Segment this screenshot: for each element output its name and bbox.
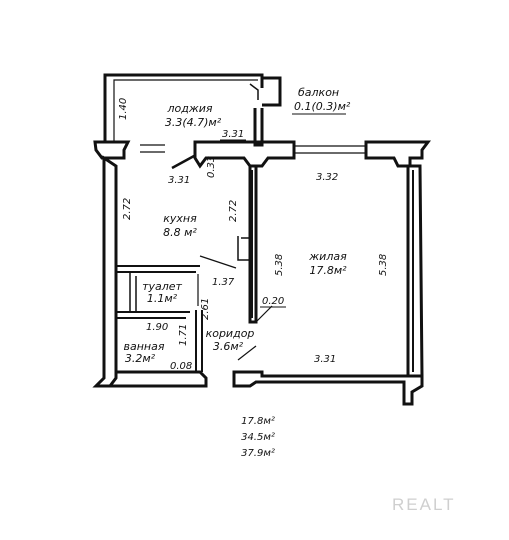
- loggia-inner-line: [113, 79, 258, 142]
- corridor-area: 3.6м²: [213, 340, 244, 353]
- dim-partition: 1.37: [212, 277, 235, 288]
- living-name: жилая: [308, 250, 347, 263]
- dim-toilet-width: 1.90: [146, 322, 168, 333]
- realt-watermark: REALT: [392, 495, 456, 514]
- dim-wall-thickness: 0.33: [206, 156, 217, 178]
- dim-bath-height: 1.71: [178, 324, 189, 346]
- dim-living-bottom: 3.31: [314, 354, 336, 365]
- dim-living-left: 5.38: [274, 254, 285, 276]
- toilet-name: туалет: [142, 280, 182, 293]
- kitchen-area: 8.8 м²: [163, 226, 197, 239]
- corridor-door-leaf: [255, 305, 273, 323]
- entry-door-leaf: [237, 345, 257, 361]
- total-area: 34.5м²: [241, 432, 275, 443]
- bathroom-name: ванная: [124, 340, 165, 353]
- total-with-loggia: 37.9м²: [241, 448, 275, 459]
- loggia-outline: [103, 73, 264, 142]
- right-exterior-wall: [406, 164, 424, 378]
- corridor-name: коридор: [206, 327, 255, 340]
- bath-right-wall: [195, 310, 203, 372]
- toilet-inner-wall: [129, 272, 137, 312]
- living-window: [294, 145, 366, 154]
- top-wall-right: [364, 140, 431, 168]
- living-area: 17.8м²: [309, 264, 347, 277]
- loggia-right-post: [253, 108, 264, 147]
- kitchen-niche: [237, 236, 250, 261]
- dim-bath-gap: 0.08: [170, 361, 192, 372]
- dimension-labels: 1.40 3.31 3.31 0.33 2.72 2.72 3.32 5.38 …: [118, 98, 389, 372]
- walls: [92, 73, 431, 406]
- kitchen-door-leaf: [171, 154, 195, 170]
- top-wall-left: [93, 140, 131, 160]
- dim-kitchen-right: 2.72: [228, 200, 239, 222]
- central-partition: [248, 166, 258, 324]
- balcony-name: балкон: [298, 86, 339, 99]
- dim-kitchen-left: 2.72: [122, 198, 133, 220]
- balcony-detail: [249, 83, 259, 100]
- kitchen-window: [140, 144, 165, 153]
- toilet-bottom-wall: [116, 311, 190, 319]
- bathroom-area: 3.2м²: [125, 352, 156, 365]
- toilet-area: 1.1м²: [147, 292, 178, 305]
- area-totals: 17.8м² 34.5м² 37.9м²: [241, 416, 275, 459]
- kitchen-name: кухня: [163, 212, 197, 225]
- dim-kitchen-top: 3.31: [168, 175, 190, 186]
- balcony-box: [262, 76, 282, 107]
- total-living: 17.8м²: [241, 416, 275, 427]
- dim-toilet-height: 2.61: [200, 298, 211, 320]
- living-bottom-wall: [232, 370, 424, 406]
- dim-loggia-depth: 1.40: [118, 98, 129, 120]
- dim-living-top: 3.32: [316, 172, 338, 183]
- dimension-underlines: [168, 113, 346, 373]
- dim-living-right: 5.38: [378, 254, 389, 276]
- room-labels: лоджия 3.3(4.7)м² балкон 0.1(0.3)м² кухн…: [124, 86, 351, 365]
- toilet-top-wall: [116, 265, 200, 273]
- loggia-area: 3.3(4.7)м²: [165, 116, 222, 129]
- dim-loggia-width: 3.31: [222, 129, 244, 140]
- loggia-name: лоджия: [166, 102, 212, 115]
- balcony-area: 0.1(0.3)м²: [294, 100, 351, 113]
- left-exterior-wall: [92, 155, 118, 388]
- dim-corridor-gap: 0.20: [262, 296, 284, 307]
- kitchen-door-swing: [199, 255, 237, 269]
